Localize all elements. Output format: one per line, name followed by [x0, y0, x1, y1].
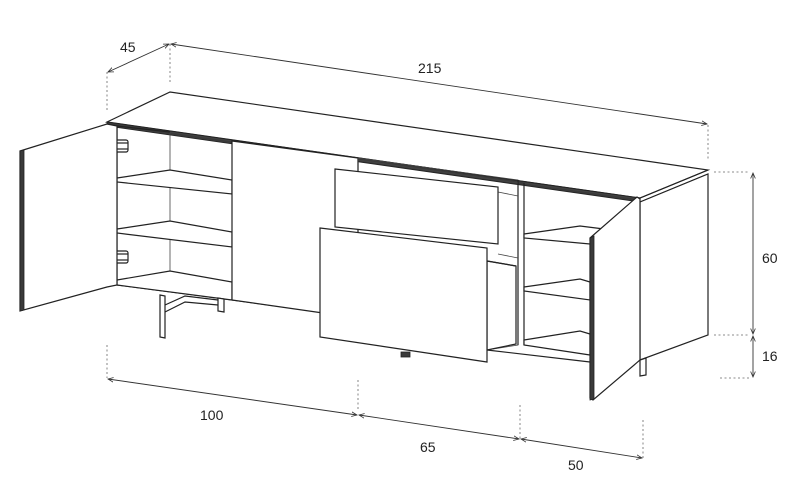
width-label: 215 [418, 60, 442, 76]
height-label: 60 [762, 250, 778, 266]
legs [159, 294, 647, 377]
right-section-label: 50 [568, 457, 584, 473]
leg-height-label: 16 [762, 348, 778, 364]
dimension-lines: 45 215 60 16 100 65 50 [106, 39, 778, 473]
right-shelf-2 [523, 278, 591, 301]
drawer-compartment [319, 157, 519, 363]
left-compartment [107, 125, 233, 301]
upper-drawer-front [334, 168, 499, 245]
drawer-stop-icon [400, 351, 411, 358]
left-section-label: 100 [200, 407, 224, 423]
left-shelf-2 [116, 220, 233, 248]
left-shelf-bottom [116, 270, 233, 301]
left-section-dimension-line [108, 379, 357, 415]
middle-section-dimension-line [359, 415, 519, 439]
right-shelf-bottom [523, 330, 591, 356]
depth-dimension-line [108, 44, 169, 72]
leg-left-front [159, 294, 166, 339]
right-section-dimension-line [521, 439, 642, 458]
width-dimension-line [171, 44, 707, 124]
middle-section-label: 65 [420, 439, 436, 455]
lower-drawer-front [319, 227, 488, 363]
lower-drawer-box [486, 260, 517, 351]
leg-left-rear [217, 297, 225, 313]
depth-label: 45 [120, 39, 136, 55]
right-door [589, 196, 641, 401]
cabinet-right-side [639, 173, 709, 361]
left-door [19, 123, 118, 312]
left-shelf-1 [116, 169, 233, 195]
leg-right [639, 357, 647, 377]
